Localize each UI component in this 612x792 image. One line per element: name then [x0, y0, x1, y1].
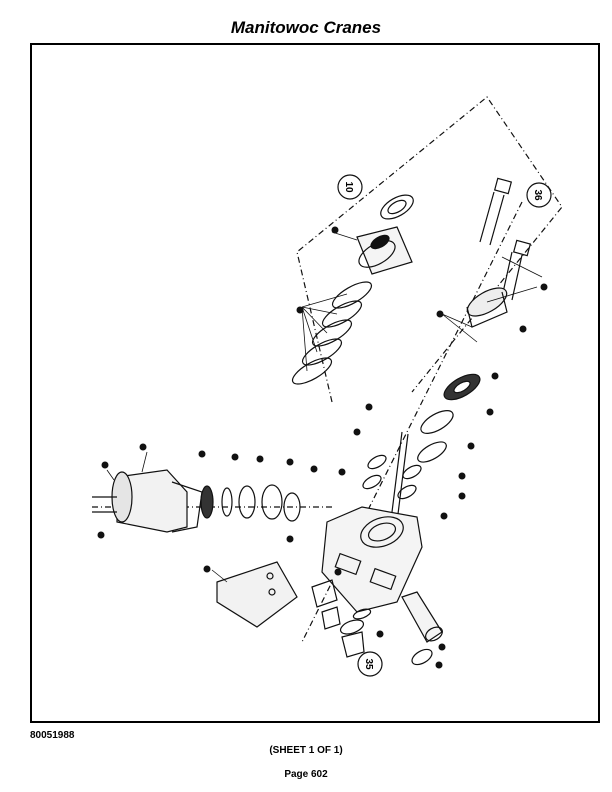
- page-number: Page 602: [284, 769, 328, 780]
- center-axis: [301, 201, 523, 643]
- callout-35-label: 35: [363, 658, 374, 670]
- coupling-parts: [200, 484, 301, 522]
- reference-markers: [97, 226, 548, 669]
- piston-cap: [417, 287, 508, 463]
- callout-36: 36: [526, 182, 552, 208]
- mounting-bracket: [216, 561, 298, 628]
- document-number: 80051988: [30, 730, 75, 741]
- callout-10: 10: [337, 174, 363, 200]
- bearing-cap: [356, 194, 414, 275]
- exploded-parts-diagram: 10 36 35: [92, 96, 563, 677]
- leader-lines: [106, 231, 543, 583]
- motor-housing: [92, 469, 203, 533]
- washer-stack: [291, 281, 373, 385]
- alignment-boundary: [296, 96, 563, 403]
- sheet-indicator: (SHEET 1 OF 1): [269, 745, 343, 756]
- long-bolt: [479, 177, 532, 301]
- drawing-frame: 10 36 35: [30, 43, 600, 723]
- lever-arm: [401, 591, 443, 666]
- spring-pins: [362, 431, 422, 515]
- callout-10-label: 10: [343, 181, 354, 193]
- valve-body: [321, 506, 423, 613]
- callout-35: 35: [357, 651, 383, 677]
- callout-36-label: 36: [532, 189, 543, 201]
- page-title: Manitowoc Cranes: [230, 18, 382, 37]
- lower-fittings: [311, 579, 372, 658]
